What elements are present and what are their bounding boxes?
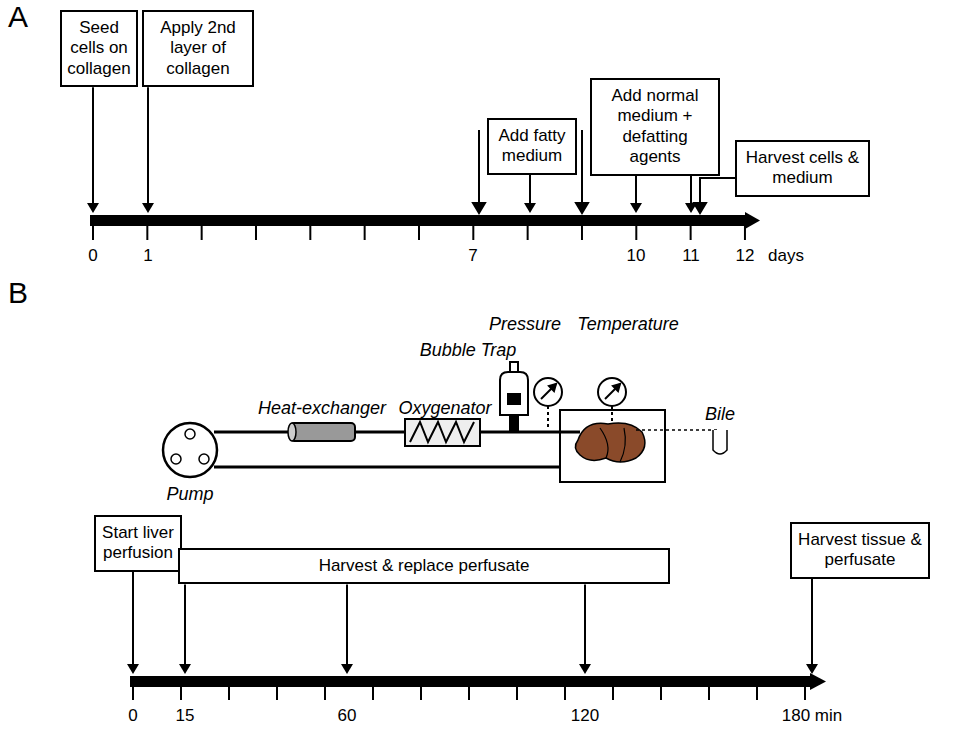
part-name: Bile [705, 404, 735, 425]
leader-line [690, 176, 692, 205]
process-box: Add fatty medium [487, 118, 577, 175]
axis-label: 60 [338, 706, 357, 726]
box-text: Add fatty medium [494, 126, 570, 167]
axis-label: 120 [571, 706, 599, 726]
box-text: Seed cells on collagen [67, 18, 131, 79]
axis-label: 180 min [782, 706, 842, 726]
axis-label: 15 [176, 706, 195, 726]
leader-line [92, 87, 94, 205]
timeline-bar [90, 215, 745, 226]
part-name: Pressure [489, 314, 561, 335]
process-box: Harvest & replace perfusate [178, 548, 670, 584]
box-text: Start liver perfusion [101, 523, 175, 564]
part-name: Heat-exchanger [258, 398, 386, 419]
part-name: Oxygenator [398, 398, 491, 419]
leader-line [147, 87, 149, 205]
axis-label: 0 [128, 706, 137, 726]
arrow-head [806, 664, 818, 674]
leader-line [529, 175, 531, 205]
box-text: Apply 2nd layer of collagen [149, 18, 247, 79]
liver-chamber [560, 410, 665, 482]
oxygenator [405, 419, 480, 446]
process-box: Harvest cells & medium [735, 140, 870, 197]
leader-line [635, 176, 637, 205]
process-box: Add normal medium + defatting agents [590, 78, 720, 176]
arrow-head [179, 664, 191, 674]
axis-label: 10 [627, 246, 646, 266]
axis-label: 12 [736, 246, 755, 266]
leader-line [184, 584, 186, 666]
heat-exchanger [288, 423, 355, 441]
bile-collector [636, 430, 727, 454]
arrow-head [630, 203, 642, 213]
leader-line [811, 579, 813, 666]
process-box: Harvest tissue & perfusate [790, 522, 930, 579]
axis-label: 0 [88, 246, 97, 266]
arrow-head [142, 203, 154, 213]
arrow-head [87, 203, 99, 213]
bubble-trap [500, 362, 528, 432]
arrow-head [341, 664, 353, 674]
arrow-head [579, 664, 591, 674]
box-text: Harvest & replace perfusate [185, 556, 663, 576]
process-box: Seed cells on collagen [60, 10, 138, 87]
timeline-head [745, 212, 760, 229]
leader-line [584, 584, 586, 666]
box-text: Harvest cells & medium [742, 148, 863, 189]
arrow-head [685, 203, 697, 213]
timeline-head [810, 673, 826, 690]
timeline-ticks [133, 685, 805, 700]
timeline-ticks [93, 224, 745, 240]
box-text: Harvest tissue & perfusate [797, 530, 923, 571]
axis-label: 7 [468, 246, 477, 266]
process-box: Apply 2nd layer of collagen [142, 10, 254, 87]
arrow-head [524, 203, 536, 213]
box-text: Add normal medium + defatting agents [597, 86, 713, 168]
part-name: Bubble Trap [420, 340, 517, 361]
leader-line [346, 584, 348, 666]
leader-line [132, 572, 134, 666]
part-name: Temperature [577, 314, 678, 335]
arrow-head [127, 664, 139, 674]
panel-letter: A [8, 0, 28, 35]
panel-letter: B [8, 276, 28, 311]
process-box: Start liver perfusion [94, 515, 182, 572]
axis-label: days [768, 246, 804, 266]
axis-label: 11 [682, 246, 700, 266]
axis-label: 1 [143, 246, 152, 266]
part-name: Pump [166, 484, 213, 505]
